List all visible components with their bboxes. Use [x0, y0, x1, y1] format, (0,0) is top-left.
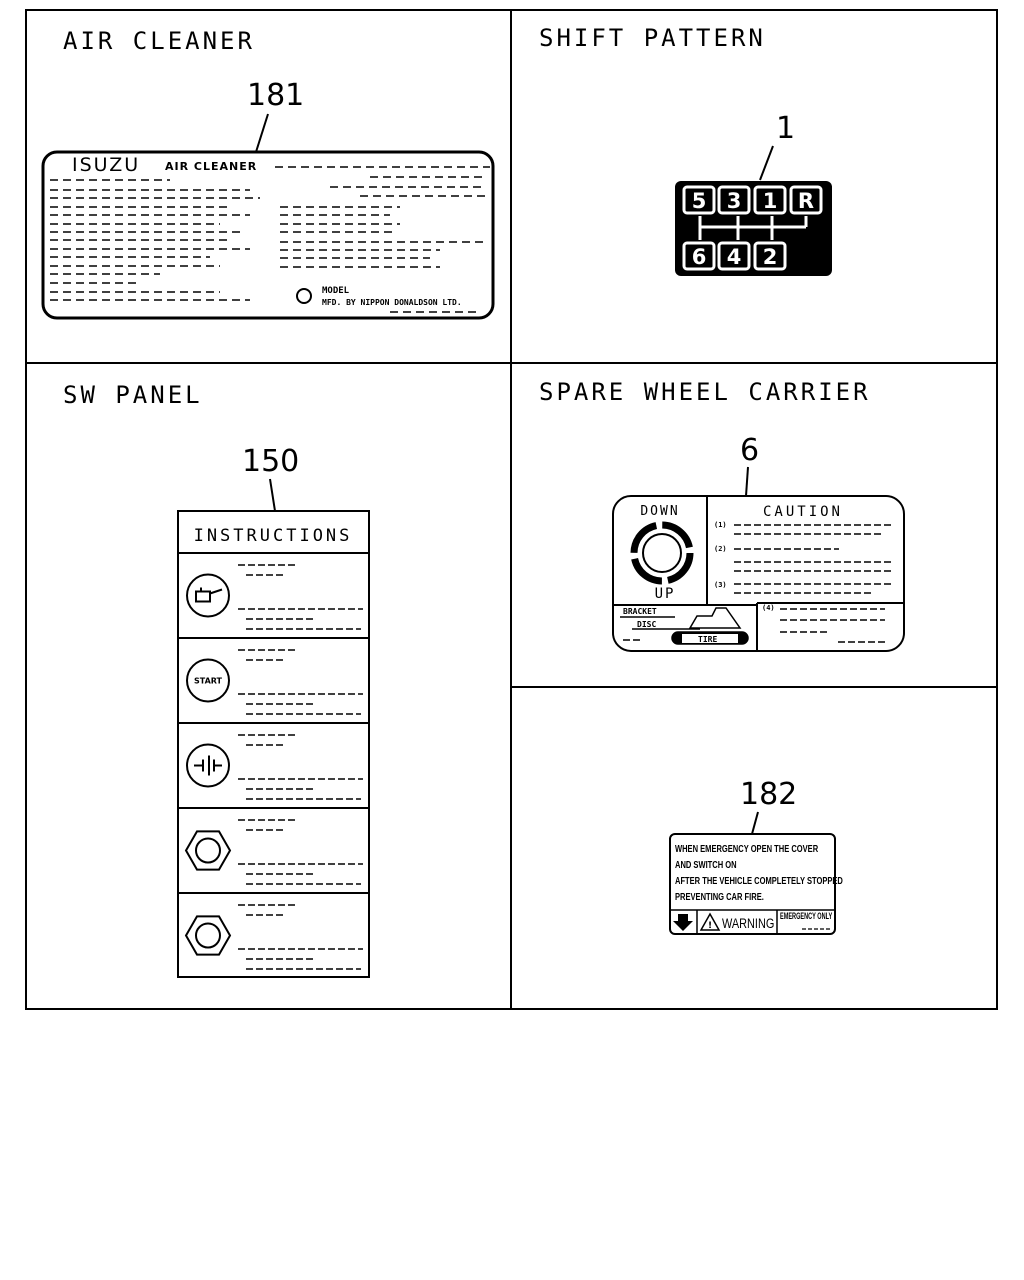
instructions-label: [177, 510, 370, 978]
sw-panel-callout: 150: [242, 444, 299, 479]
warning-line-4: PREVENTING CAR FIRE.: [675, 891, 764, 902]
spare-wheel-carrier-panel: SPARE WHEEL CARRIER 6 DOWN UP CAUTION (1…: [539, 378, 905, 652]
spare-wheel-carrier-callout: 6: [740, 433, 759, 468]
gear-label: R: [798, 189, 814, 213]
shift-pattern-leader: [759, 145, 774, 181]
air-cleaner-panel: AIR CLEANER 181 ISUZU AIR CLEANER MODEL …: [41, 27, 495, 320]
oil-can-icon: [186, 573, 230, 618]
start-icon: [186, 658, 230, 703]
battery-icon: [186, 743, 230, 788]
spare-wheel-carrier-title: SPARE WHEEL CARRIER: [539, 378, 871, 406]
air-cleaner-fine-print: [50, 166, 490, 313]
warning-line-1: WHEN EMERGENCY OPEN THE COVER: [675, 843, 818, 854]
caution-item-2: (2): [714, 545, 727, 553]
up-label: UP: [655, 586, 676, 602]
gear-label: 6: [692, 245, 707, 269]
rotate-dial-icon: [630, 521, 694, 585]
gear-box: [753, 241, 787, 271]
caution-item-4: (4): [762, 604, 775, 612]
shift-gate-lines: [698, 216, 808, 240]
shift-pattern-title: SHIFT PATTERN: [539, 24, 766, 52]
gear-box: [682, 241, 716, 271]
instructions-header: INSTRUCTIONS: [194, 526, 353, 546]
start-text: START: [194, 677, 223, 686]
caution-label: [612, 495, 905, 652]
down-label: DOWN: [640, 504, 679, 519]
hex-nut-icon: [184, 915, 232, 956]
svg-text:!: !: [708, 921, 712, 931]
air-cleaner-callout: 181: [247, 78, 304, 113]
air-cleaner-title: AIR CLEANER: [63, 27, 255, 55]
isuzu-brand: ISUZU: [72, 154, 140, 176]
gear-box: [682, 185, 716, 215]
instruction-row: START: [178, 637, 369, 715]
instruction-row: [178, 722, 369, 800]
disc-label: DISC: [637, 620, 656, 629]
sw-panel-panel: SW PANEL 150 INSTRUCTIONS START: [63, 381, 370, 978]
instructions-rows: START: [178, 564, 369, 970]
carrier-diagram-icon: [620, 607, 749, 645]
sw-panel-leader: [269, 478, 276, 512]
gear-box: [753, 185, 787, 215]
sw-panel-title: SW PANEL: [63, 381, 203, 409]
emergency-only-text: EMERGENCY ONLY: [780, 911, 832, 922]
warning-label-callout: 182: [740, 777, 797, 812]
warning-word: WARNING: [722, 916, 774, 932]
donaldson-logo-icon: [296, 288, 312, 304]
gear-label: 3: [727, 189, 742, 213]
spare-wheel-leader: [745, 466, 749, 497]
air-cleaner-model: MODEL: [322, 286, 350, 296]
gear-label: 1: [763, 189, 778, 213]
warning-line-2: AND SWITCH ON: [675, 859, 737, 870]
gear-label: 2: [763, 245, 778, 269]
gear-label: 5: [692, 189, 707, 213]
tire-label: TIRE: [698, 635, 717, 644]
gear-box: [789, 185, 823, 215]
air-cleaner-subtitle: AIR CLEANER: [165, 160, 257, 173]
air-cleaner-leader: [255, 113, 269, 153]
instruction-row: [178, 892, 369, 970]
bracket-label: BRACKET: [623, 607, 657, 616]
warning-triangle-icon: [699, 912, 721, 931]
warning-line-3: AFTER THE VEHICLE COMPLETELY STOPPED: [675, 875, 843, 886]
gear-box: [717, 185, 751, 215]
caution-fine-print: [623, 524, 892, 643]
caution-heading: CAUTION: [763, 504, 843, 520]
shift-pattern-callout: 1: [776, 111, 795, 146]
caution-item-3: (3): [714, 581, 727, 589]
gear-label: 4: [727, 245, 742, 269]
warning-label-panel: 182 WHEN EMERGENCY OPEN THE COVER AND SW…: [669, 777, 843, 935]
air-cleaner-label: [41, 150, 495, 320]
warning-label-leader: [751, 811, 759, 835]
air-cleaner-maker: MFD. BY NIPPON DONALDSON LTD.: [322, 298, 462, 307]
instruction-row: [186, 564, 363, 630]
hex-nut-icon: [184, 830, 232, 871]
warning-label: [669, 833, 836, 935]
instruction-row: [178, 807, 369, 885]
caution-item-1: (1): [714, 521, 727, 529]
gear-box: [717, 241, 751, 271]
down-arrow-icon: [673, 914, 693, 931]
